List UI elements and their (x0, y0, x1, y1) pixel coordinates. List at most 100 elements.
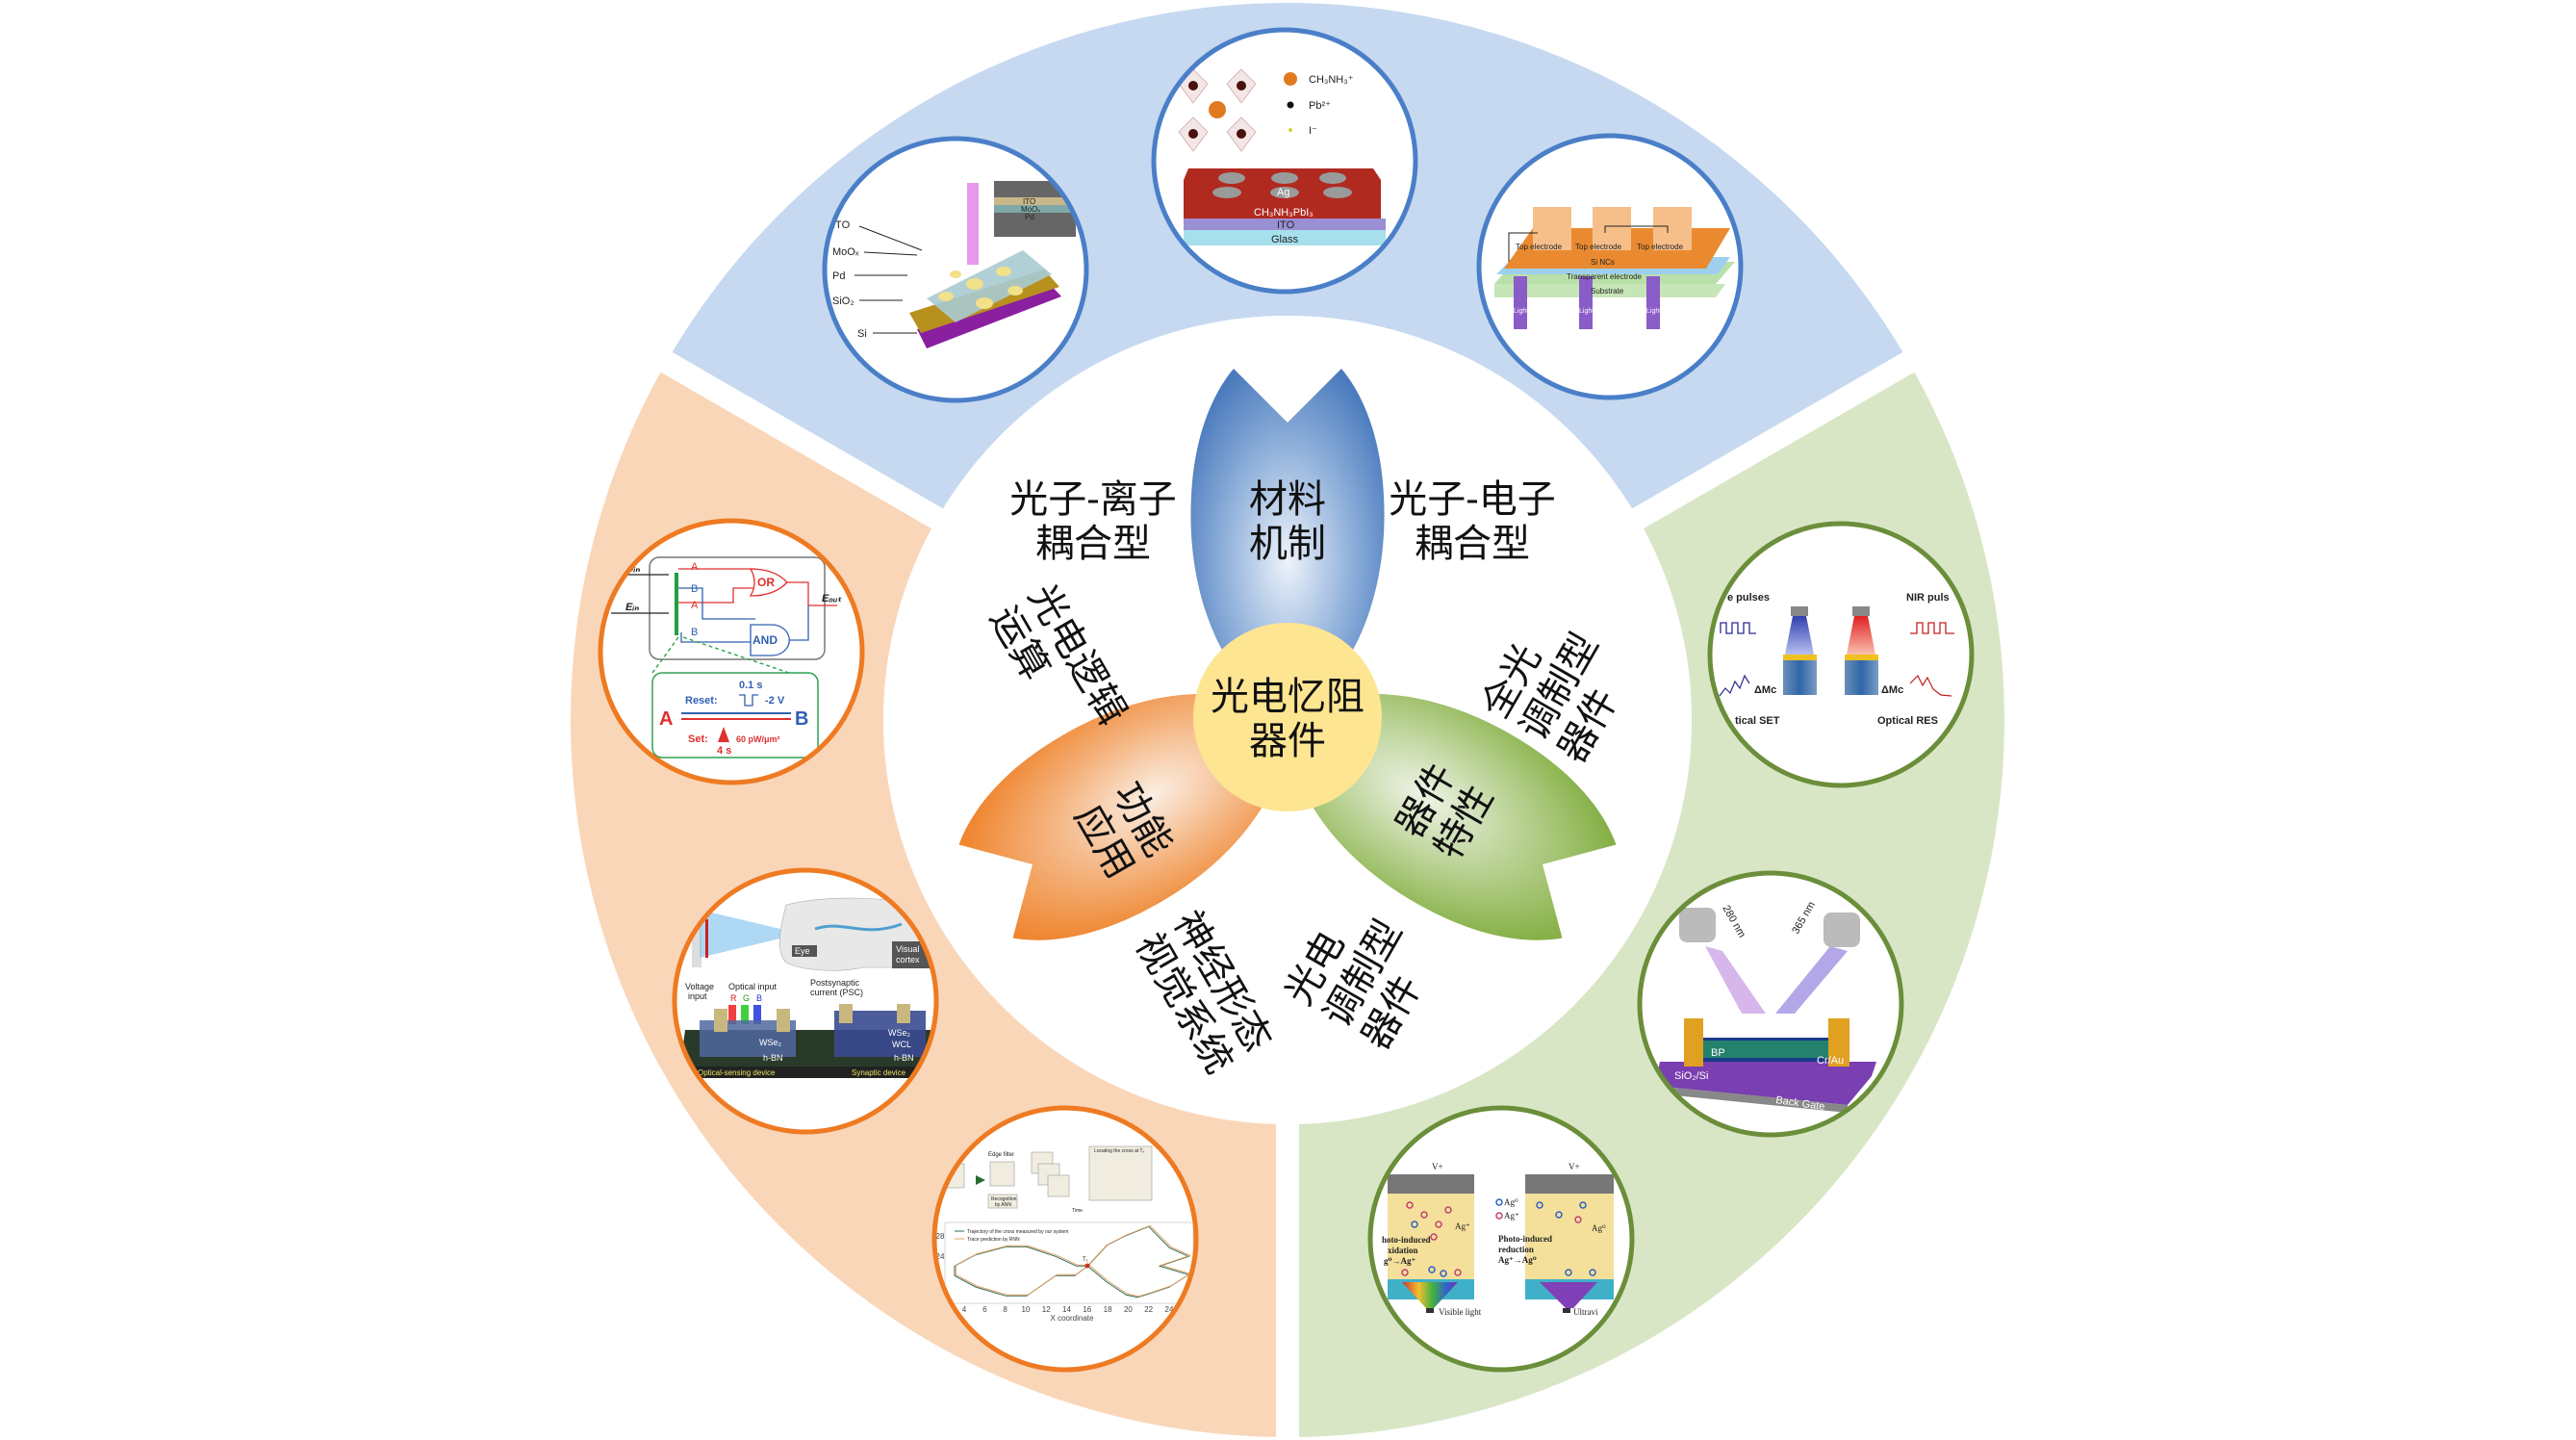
t2-layer-label: Glass (1271, 234, 1299, 245)
t5-rgb-label: R (730, 993, 737, 1003)
t5-layer-label: h-BN (894, 1053, 914, 1063)
t4-state-b: B (795, 708, 808, 730)
t9-left-text: g⁰→Ag⁺ (1384, 1256, 1416, 1266)
t9-bias-label: V+ (1569, 1162, 1580, 1171)
t6-xtick: 24 (1165, 1305, 1174, 1314)
t6-xtick: 18 (1104, 1305, 1112, 1314)
t1-inset-label: MoOₓ (1021, 205, 1040, 214)
t1-layer-label: ITO (832, 219, 851, 231)
t9-right-text: Photo-induced (1498, 1234, 1552, 1244)
t2-layer-label: Ag (1277, 187, 1289, 198)
t6-xtick: 22 (1144, 1305, 1153, 1314)
t4-gate-or: OR (757, 576, 775, 589)
t6-time-label: Time (1072, 1208, 1083, 1214)
t9-left-text: xidation (1388, 1246, 1418, 1255)
thumbnail-si-nc-device: Top electrode Top electrode Top electrod… (1476, 133, 1744, 400)
t5-eye-label: Eye (795, 946, 810, 956)
t6-ytick: 24 (936, 1252, 945, 1261)
category-photon-ion-line2: 耦合型 (1035, 522, 1151, 566)
t3-light-label: Light (1514, 308, 1528, 315)
t5-voltage-label: Voltage (685, 982, 714, 991)
t2-legend-label: Pb²⁺ (1309, 100, 1331, 112)
t6-xtick: 20 (1124, 1305, 1133, 1314)
petal-material-line1: 材料 (1249, 477, 1326, 522)
t4-set-power: 60 pW/μm² (736, 734, 780, 744)
t5-device-left: Optical-sensing device (698, 1068, 776, 1077)
t2-legend-label: CH₃NH₃⁺ (1309, 74, 1354, 86)
t6-xtick: 6 (982, 1305, 987, 1314)
t6-xtick: 14 (1062, 1305, 1071, 1314)
t6-legend-label: Trace prediction by RNN (967, 1237, 1020, 1243)
t6-xtick: 8 (1003, 1305, 1007, 1314)
petal-material (1190, 369, 1385, 717)
thumbnail-all-optical-pulses: e pulses NIR puls ΔMc ΔMc tical SET Opti… (1707, 521, 1975, 788)
thumbnail-ag-filament: V+ V+ Ag⁰ Ag⁺ Ag⁺ Ag⁰ hoto-induced xidat… (1367, 1105, 1635, 1373)
t5-psc-label: Postsynaptic (810, 978, 860, 988)
thumbnail-trajectory-plot: Edge filter Recognition by ANN Time Loca… (931, 1105, 1199, 1373)
t1-inset-label: Pd (1025, 213, 1034, 221)
t3-electrode-label: Top electrode (1516, 243, 1563, 251)
t1-layer-label: MoOₓ (832, 246, 859, 258)
t3-light-label: Light (1646, 308, 1661, 315)
t5-rgb-label: B (756, 993, 762, 1003)
t4-reset-label: Reset: (685, 695, 718, 707)
t9-light-label: Ultravi (1573, 1307, 1598, 1317)
t5-cortex-label: cortex (896, 955, 920, 964)
t7-right-caption: Optical RES (1877, 715, 1938, 727)
center-title-line2: 器件 (1249, 719, 1326, 763)
t2-layer-label: CH₃NH₃PbI₃ (1254, 207, 1314, 219)
center-circle (1193, 623, 1382, 811)
petal-material-line2: 机制 (1249, 522, 1326, 566)
t9-ag-label: Ag⁺ (1455, 1221, 1470, 1231)
t3-electrode-label: Top electrode (1637, 243, 1684, 251)
t2-legend-label: I⁻ (1309, 125, 1317, 137)
t5-voltage-label: input (688, 991, 707, 1001)
t6-xtick: 10 (1021, 1305, 1030, 1314)
t5-layer-label: WCL (892, 1040, 911, 1049)
t9-right-text: Ag⁺→Ag⁰ (1498, 1255, 1537, 1265)
t7-left-caption: tical SET (1735, 715, 1780, 727)
ring-gaps (648, 345, 1927, 1440)
t3-electrode-label: Top electrode (1575, 243, 1622, 251)
thumbnail-logic-circuit: Oᵢₙ Eᵢₙ A B A B OR AND Eₒᵤₜ 0.1 s Reset:… (598, 518, 865, 785)
t5-psc-label: current (PSC) (810, 988, 863, 997)
t1-layer-label: Si (857, 328, 867, 340)
t6-locating-label: Locating the cross at Tₓ (1094, 1148, 1144, 1154)
t4-set-label: Set: (688, 733, 708, 745)
t7-left-title: e pulses (1727, 592, 1770, 604)
t6-xtick: 12 (1042, 1305, 1051, 1314)
t5-layer-label: WSe₂ (759, 1038, 782, 1047)
t8-substrate-label: SiO₂/Si (1674, 1070, 1708, 1082)
t3-layer-label: Si NCs (1591, 258, 1615, 267)
t5-optical-label: Optical input (728, 982, 778, 991)
t5-layer-label: WSe₂ (888, 1028, 911, 1038)
thumbnail-bp-device: 280 nm 365 nm PₓOᵧ BP Cr/Au SiO₂/Si Back… (1637, 870, 1904, 1138)
t9-left-text: hoto-induced (1382, 1235, 1431, 1245)
t4-switch-label: B (691, 583, 698, 595)
t6-xtick: 16 (1083, 1305, 1091, 1314)
t4-switch-label: B (691, 627, 698, 638)
t9-light-label: Visible light (1439, 1307, 1482, 1317)
t6-legend-label: Trajectory of the cross measured by our … (967, 1229, 1068, 1235)
t9-legend-label: Ag⁺ (1504, 1211, 1519, 1221)
t7-delta-label: ΔMc (1881, 684, 1903, 696)
thumbnail-moox-device: ITO MoOₓ Pd ITO MoOₓ Pd SiO₂ Si (822, 136, 1089, 403)
t4-switch-label: A (691, 561, 699, 573)
t8-oxide-label: PₓOᵧ (1718, 1026, 1741, 1038)
t3-layer-label: Substrate (1591, 287, 1624, 296)
t5-layer-label: h-BN (763, 1053, 783, 1063)
t8-bp-label: BP (1711, 1047, 1725, 1059)
t4-gate-and: AND (752, 633, 778, 647)
t1-layer-label: Pd (832, 270, 845, 282)
t9-legend-label: Ag⁰ (1504, 1197, 1518, 1207)
thumbnail-perovskite-device: CH₃NH₃⁺ Pb²⁺ I⁻ Ag CH₃NH₃PbI₃ ITO Glass (1151, 27, 1418, 295)
t4-reset-time: 0.1 s (739, 680, 762, 691)
t9-bias-label: V+ (1432, 1162, 1443, 1171)
thumbnail-neuromorphic-vision: Eye Visual cortex Voltage input Optical … (672, 867, 939, 1135)
center-title-line1: 光电忆阻 (1211, 675, 1365, 719)
t7-delta-label: ΔMc (1754, 684, 1776, 696)
t6-ytick: 28 (936, 1232, 945, 1241)
t7-right-title: NIR puls (1906, 592, 1950, 604)
t9-ag-label: Ag⁰ (1592, 1223, 1606, 1233)
